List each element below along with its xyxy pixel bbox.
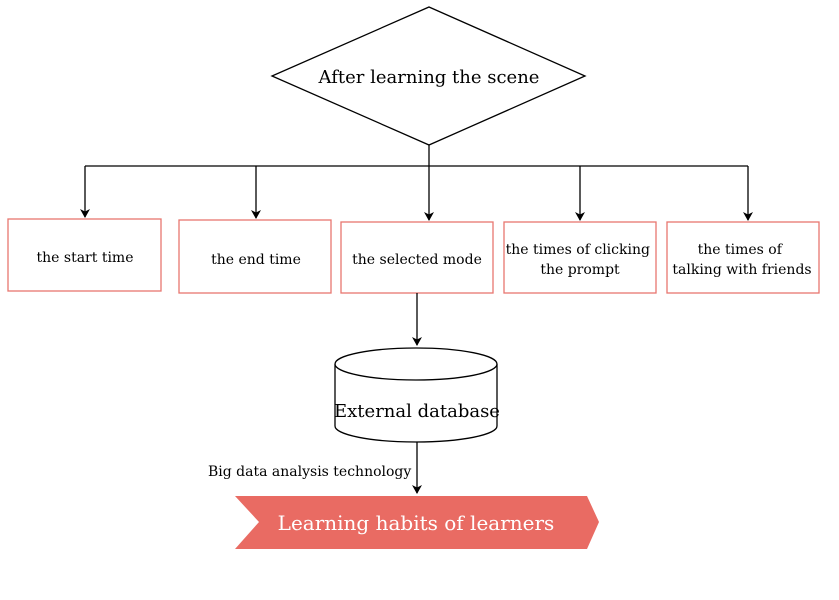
database-label: External database xyxy=(334,401,500,422)
box-start-time xyxy=(7,218,162,292)
box-talking-friends xyxy=(666,221,820,294)
box-clicking-prompt xyxy=(503,221,657,294)
label-selected-mode: the selected mode xyxy=(352,252,482,268)
edge-label: Big data analysis technology xyxy=(208,464,411,480)
database-cylinder xyxy=(334,347,498,443)
decision-label: After learning the scene xyxy=(318,67,540,88)
label-end-time: the end time xyxy=(211,252,301,268)
label-talking-friends: the times of talking with friends xyxy=(672,242,811,278)
result-label: Learning habits of learners xyxy=(278,511,555,535)
branch-connectors xyxy=(80,145,753,221)
label-start-time: the start time xyxy=(37,250,134,266)
result-banner xyxy=(235,496,599,549)
label-clicking-prompt: the times of clicking the prompt xyxy=(506,242,655,278)
box-end-time xyxy=(178,219,332,294)
